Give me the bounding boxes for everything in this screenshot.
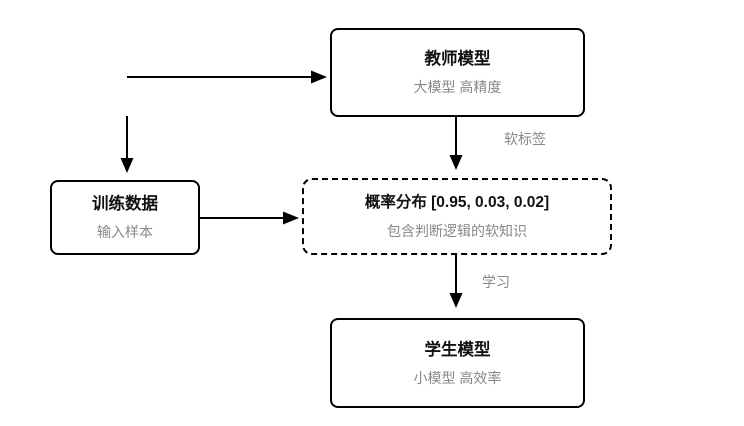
edge-label-learning: 学习 [482,274,510,290]
arrow-to-teacher [127,70,327,84]
node-teacher-model: 教师模型 大模型 高精度 [330,28,585,117]
arrow-teacher-to-soft [449,117,463,170]
student-model-subtitle: 小模型 高效率 [413,369,502,386]
edge-label-soft-labels: 软标签 [504,131,546,147]
arrow-to-training-data [120,116,134,173]
training-data-subtitle: 输入样本 [97,224,153,240]
student-model-title: 学生模型 [424,340,491,359]
node-training-data: 训练数据 输入样本 [50,180,200,255]
node-student-model: 学生模型 小模型 高效率 [330,318,585,408]
training-data-title: 训练数据 [92,195,158,213]
soft-knowledge-subtitle: 包含判断逻辑的软知识 [387,223,527,239]
teacher-model-subtitle: 大模型 高精度 [413,79,502,95]
node-soft-knowledge: 概率分布 [0.95, 0.03, 0.02] 包含判断逻辑的软知识 [302,178,612,255]
arrow-training-to-soft [200,211,299,225]
arrow-soft-to-student [449,255,463,308]
teacher-model-title: 教师模型 [424,50,491,68]
soft-knowledge-title: 概率分布 [0.95, 0.03, 0.02] [364,194,550,211]
